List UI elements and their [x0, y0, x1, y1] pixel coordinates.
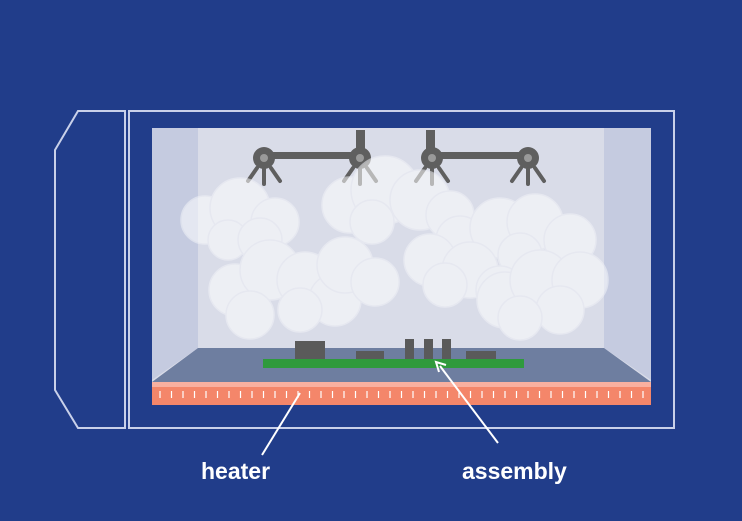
chamber-right-wall	[604, 128, 651, 380]
steam-puff	[497, 295, 543, 341]
oven-body	[128, 110, 675, 429]
assembly-label: assembly	[462, 458, 567, 484]
heater-pointer	[261, 392, 301, 456]
assembly-pointer	[439, 365, 499, 444]
steam-puff	[277, 287, 323, 333]
steam-puff	[225, 290, 275, 340]
spray-nozzle	[510, 147, 546, 186]
steam-puff	[349, 199, 395, 245]
nozzle-rig	[264, 130, 528, 159]
board-components	[295, 339, 496, 359]
assembly-arrowhead	[434, 360, 447, 373]
circuit-board	[263, 359, 524, 368]
heater-ticks	[159, 391, 644, 398]
chamber-left-wall	[152, 128, 198, 380]
steam-puff	[535, 285, 585, 335]
heater-label: heater	[201, 458, 271, 484]
oven-door	[54, 110, 126, 429]
steam-puff	[422, 262, 468, 308]
steam-puff	[350, 257, 400, 307]
steam-cloud-icon	[180, 155, 609, 341]
